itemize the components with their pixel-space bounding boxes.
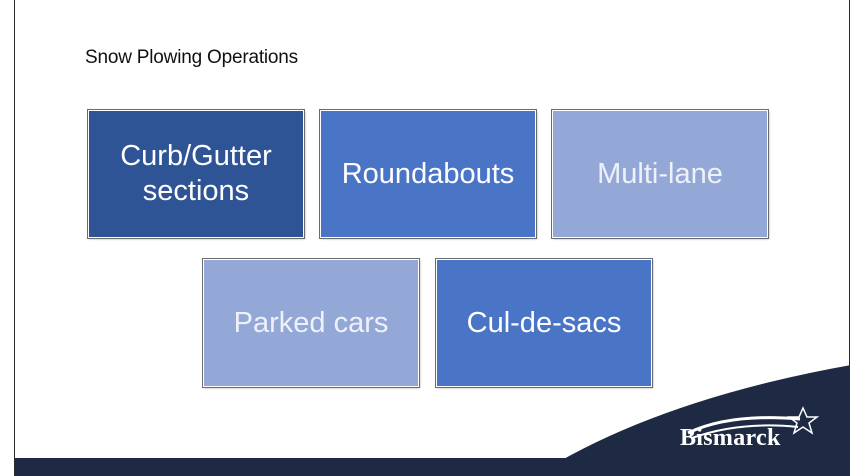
footer-wedge	[535, 365, 849, 476]
bismarck-logo-icon	[687, 406, 820, 439]
box-curb-label: Curb/Gutter	[120, 140, 272, 173]
box-multi-lane: Multi-lane	[551, 109, 769, 239]
box-roundabouts: Roundabouts	[319, 109, 537, 239]
slide-title: Snow Plowing Operations	[85, 47, 298, 68]
box-curb-gutter-sections: Curb/Gutter sections	[87, 109, 305, 239]
box-cul-de-sacs: Cul-de-sacs	[435, 258, 653, 388]
logo-text: Bismarck	[680, 425, 781, 451]
box-parked-cars: Parked cars	[202, 258, 420, 388]
slide: Snow Plowing Operations Curb/Gutter sect…	[14, 0, 850, 476]
box-curb-line2: sections	[142, 175, 250, 207]
